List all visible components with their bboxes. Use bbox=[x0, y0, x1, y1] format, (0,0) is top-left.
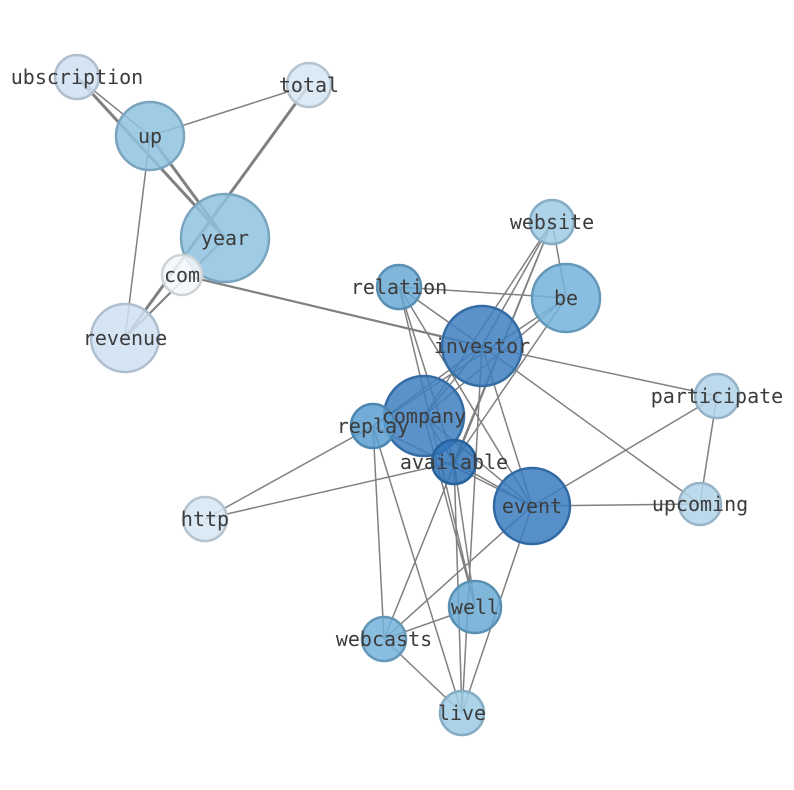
edge-available-http bbox=[204, 461, 455, 520]
node-com[interactable] bbox=[160, 253, 204, 297]
node-ubscription[interactable] bbox=[53, 53, 101, 101]
node-investor[interactable] bbox=[440, 304, 524, 388]
node-label-webcasts: webcasts bbox=[336, 627, 432, 651]
node-relation[interactable] bbox=[375, 263, 423, 311]
node-label-available: available bbox=[400, 450, 508, 474]
node-label-participate: participate bbox=[651, 384, 783, 408]
node-label-com: com bbox=[164, 263, 200, 287]
node-available[interactable] bbox=[430, 438, 478, 486]
node-be[interactable] bbox=[530, 262, 602, 334]
node-label-revenue: revenue bbox=[83, 326, 167, 350]
node-label-investor: investor bbox=[434, 334, 530, 358]
node-layer bbox=[53, 53, 741, 737]
node-label-ubscription: ubscription bbox=[11, 65, 143, 89]
node-label-well: well bbox=[451, 595, 499, 619]
node-label-company: company bbox=[382, 404, 466, 428]
node-up[interactable] bbox=[114, 100, 186, 172]
node-label-year: year bbox=[201, 226, 249, 250]
edge-com-investor bbox=[181, 273, 483, 348]
node-label-total: total bbox=[279, 73, 339, 97]
node-label-be: be bbox=[554, 286, 578, 310]
edge-relation-event bbox=[398, 286, 533, 507]
node-http[interactable] bbox=[181, 495, 229, 543]
edge-replay-webcasts bbox=[372, 425, 385, 640]
node-participate[interactable] bbox=[693, 372, 741, 420]
node-replay[interactable] bbox=[349, 402, 397, 450]
node-upcoming[interactable] bbox=[677, 481, 723, 527]
node-label-up: up bbox=[138, 124, 162, 148]
node-label-event: event bbox=[502, 494, 562, 518]
node-event[interactable] bbox=[492, 466, 572, 546]
node-live[interactable] bbox=[438, 689, 486, 737]
node-label-http: http bbox=[181, 507, 229, 531]
node-year[interactable] bbox=[179, 192, 271, 284]
node-label-website: website bbox=[510, 210, 594, 234]
edge-investor-upcoming bbox=[481, 345, 701, 505]
edge-replay-http bbox=[204, 425, 374, 520]
node-label-upcoming: upcoming bbox=[652, 492, 748, 516]
node-revenue[interactable] bbox=[89, 302, 161, 374]
node-well[interactable] bbox=[447, 579, 503, 635]
node-website[interactable] bbox=[528, 198, 576, 246]
edge-investor-live bbox=[461, 345, 483, 714]
edge-replay-live bbox=[372, 425, 463, 714]
node-webcasts[interactable] bbox=[360, 615, 408, 663]
node-total[interactable] bbox=[285, 61, 333, 109]
node-label-replay: replay bbox=[337, 414, 409, 438]
node-label-relation: relation bbox=[351, 275, 447, 299]
edge-website-webcasts bbox=[383, 221, 553, 640]
node-label-live: live bbox=[438, 701, 486, 725]
